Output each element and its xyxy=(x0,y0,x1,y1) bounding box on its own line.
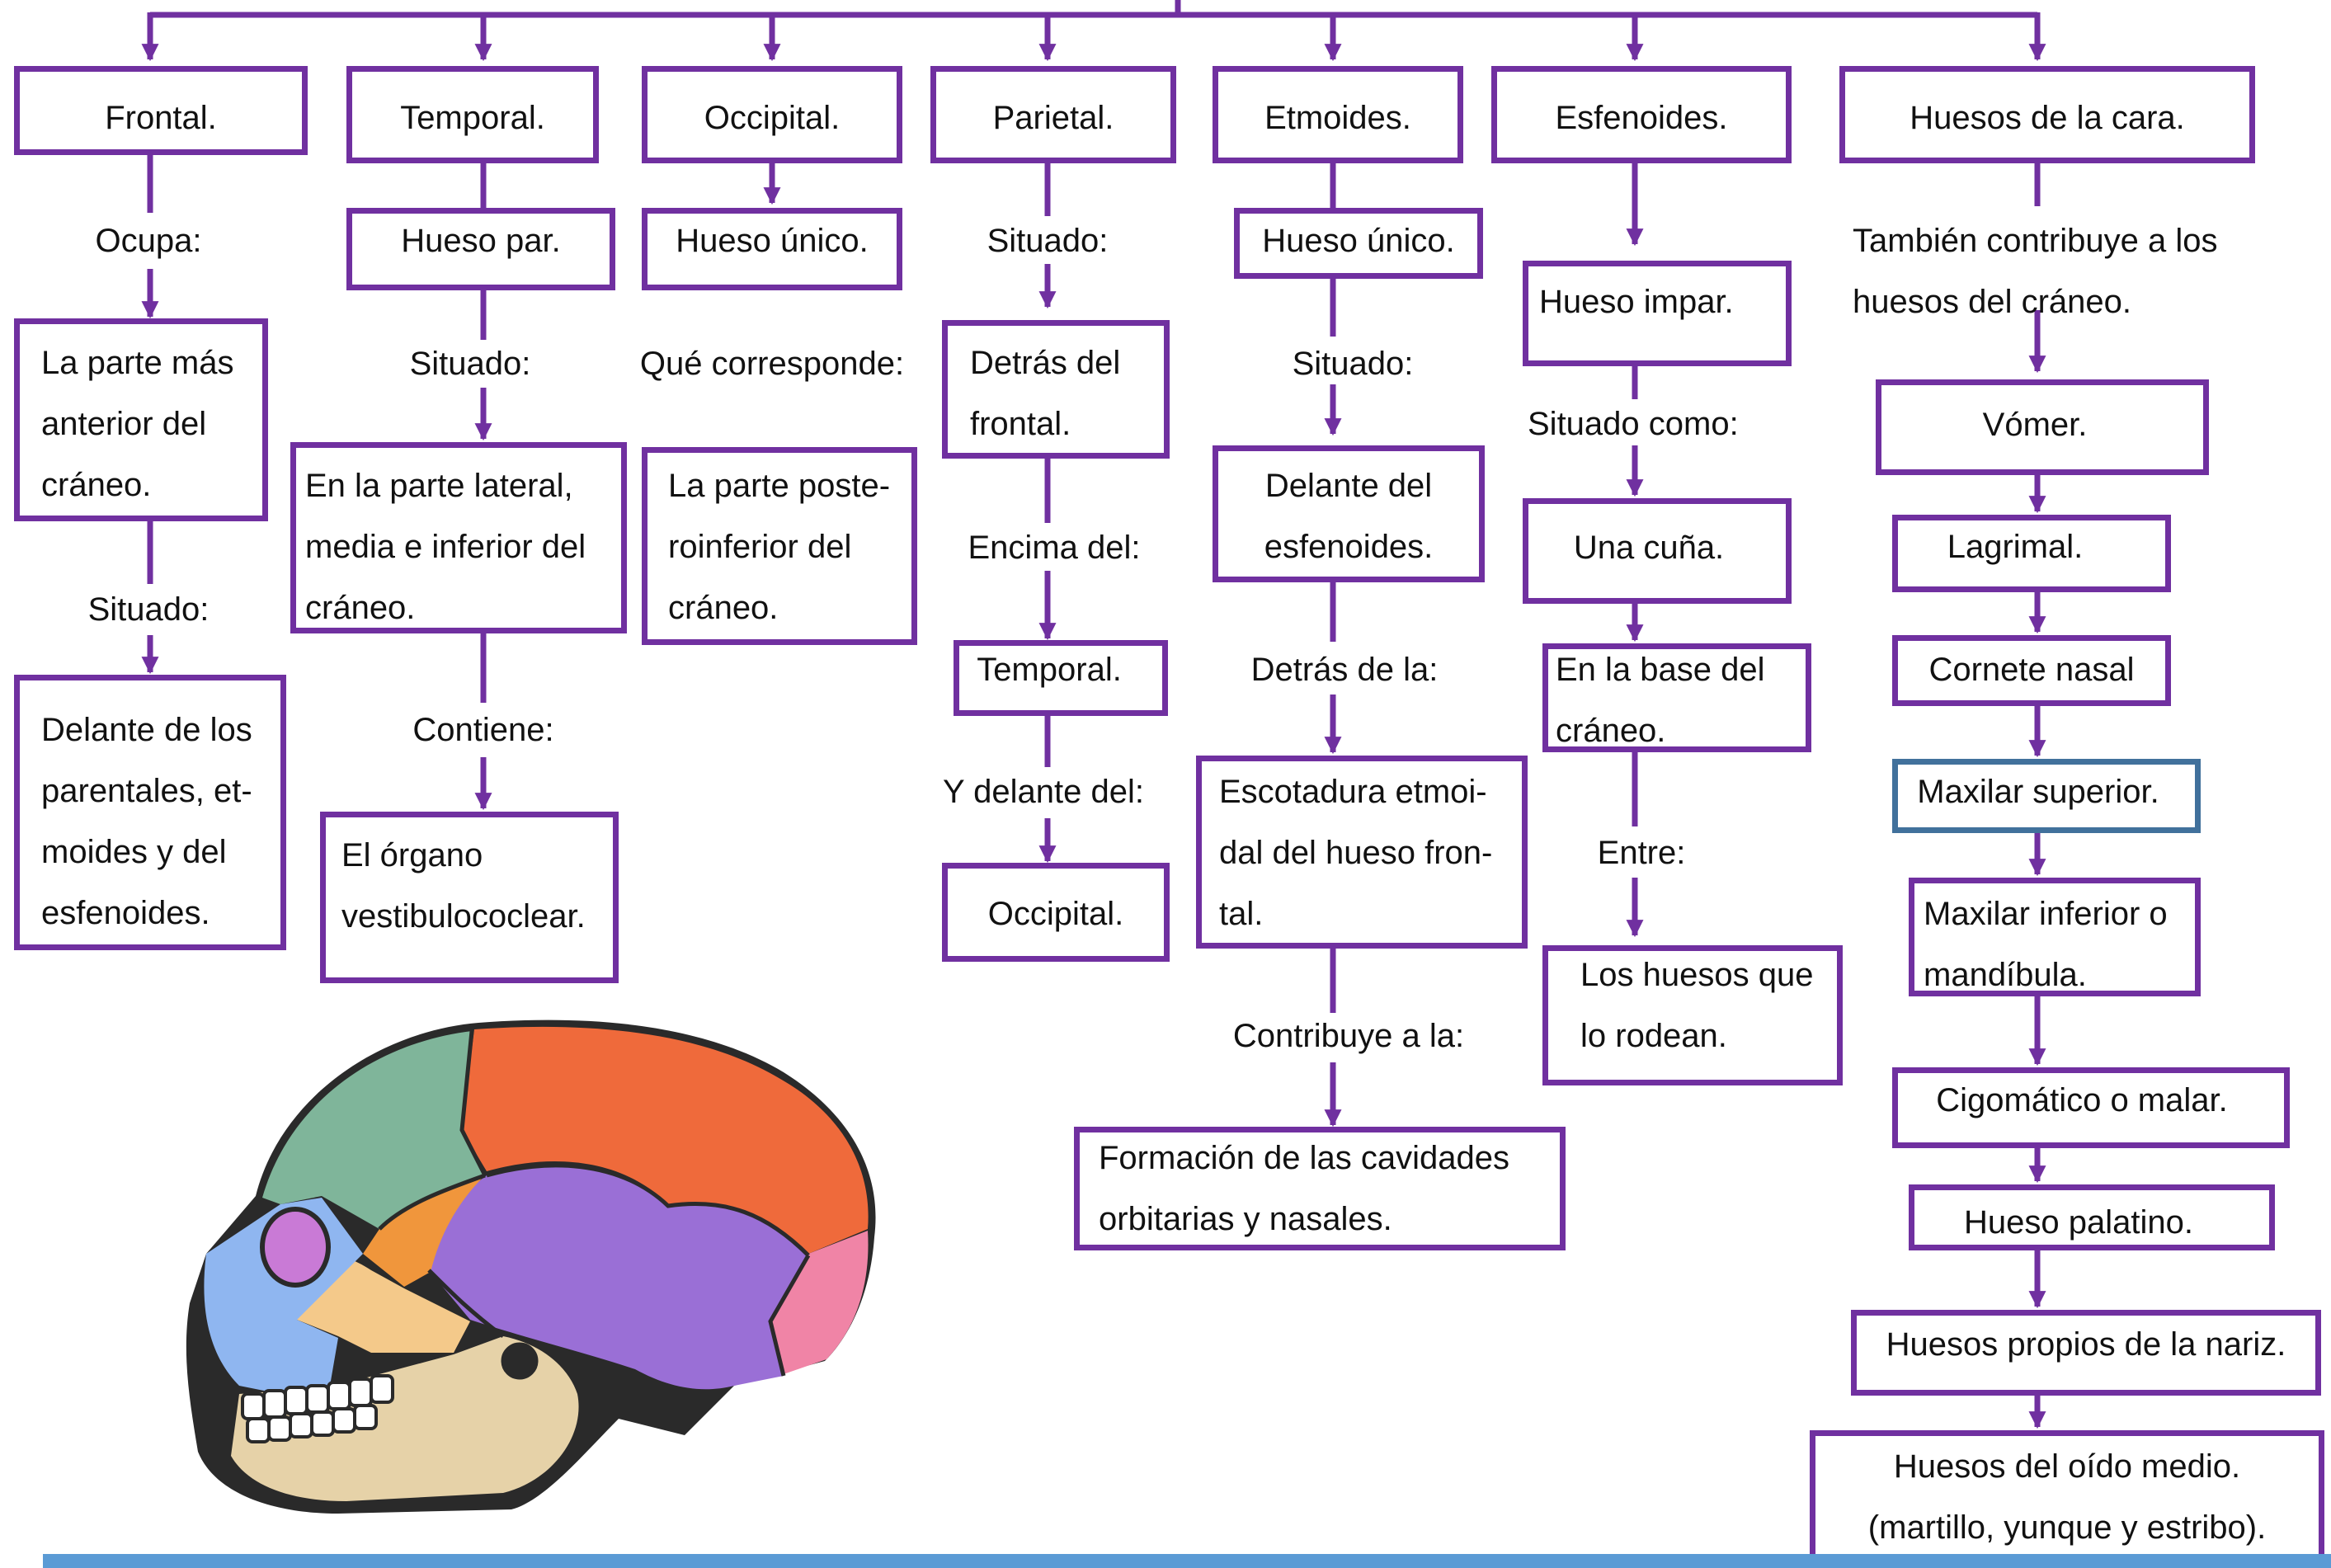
cara-item-vomer xyxy=(1876,379,2209,475)
etmoides-box-situado xyxy=(1213,445,1485,582)
cara-item-maxilar-superior-text: Maxilar superior. xyxy=(1917,774,2159,810)
skull-illustration xyxy=(186,1019,876,1514)
esfenoides-box-entre xyxy=(1542,945,1843,1085)
esfenoides-box-impar xyxy=(1523,261,1792,366)
parietal-box-situado xyxy=(942,320,1170,459)
esfenoides-situado-label: Situado como: xyxy=(1528,406,1739,442)
temporal-box-situado xyxy=(290,442,627,633)
frontal-ocupa-text: La parte más anterior del cráneo. xyxy=(41,345,234,503)
etmoides-box-detras xyxy=(1196,756,1528,949)
header-temporal-label: Temporal. xyxy=(400,100,545,136)
header-frontal xyxy=(14,66,308,155)
occipital-unico-text: Hueso único. xyxy=(676,223,869,259)
temporal-situado-label: Situado: xyxy=(409,346,531,382)
cara-item-lagrimal xyxy=(1892,515,2171,592)
lower-teeth xyxy=(246,1404,378,1443)
header-parietal-label: Parietal. xyxy=(992,100,1114,136)
cara-item-cigomatico-text: Cigomático o malar. xyxy=(1936,1082,2228,1118)
header-esfenoides xyxy=(1491,66,1792,163)
frontal-region xyxy=(262,1031,485,1229)
esfenoides-cuna-text: Una cuña. xyxy=(1573,530,1725,566)
parietal-situado-text: Detrás del frontal. xyxy=(970,345,1121,442)
parietal-situado-label: Situado: xyxy=(987,223,1109,259)
temporal-contiene-text: El órgano vestibulococlear. xyxy=(341,837,586,935)
orbit xyxy=(260,1207,331,1288)
parietal-occipital-text: Occipital. xyxy=(987,896,1124,932)
header-temporal xyxy=(346,66,599,163)
esfenoides-box-cuna xyxy=(1523,498,1792,604)
parietal-encima-label: Encima del: xyxy=(968,530,1141,566)
header-frontal-label: Frontal. xyxy=(105,100,217,136)
etmoides-detras-text: Escotadura etmoi- dal del hueso fron- ta… xyxy=(1219,774,1493,932)
occipital-region xyxy=(769,1231,869,1374)
esfenoides-base-text: En la base del cráneo. xyxy=(1556,652,1765,749)
occipital-corresponde-label: Qué corresponde: xyxy=(639,346,905,382)
etmoides-unico-text: Hueso único. xyxy=(1262,223,1455,259)
etmoides-contribuye-label: Contribuye a la: xyxy=(1232,1018,1465,1054)
header-etmoides-label: Etmoides. xyxy=(1264,100,1411,136)
esfenoides-impar-text: Hueso impar. xyxy=(1539,284,1734,320)
cara-item-vomer-text: Vómer. xyxy=(1982,407,2088,443)
header-occipital xyxy=(642,66,902,163)
cara-item-maxilar-inferior xyxy=(1909,878,2201,996)
temporal-region xyxy=(429,1165,808,1390)
header-occipital-label: Occipital. xyxy=(704,100,841,136)
cara-item-nariz xyxy=(1851,1310,2321,1396)
cara-item-maxilar-inferior-text: Maxilar inferior o mandíbula. xyxy=(1924,896,2168,993)
occipital-box-corresponde xyxy=(642,447,917,645)
frontal-situado-label: Situado: xyxy=(87,591,210,628)
frontal-box-ocupa xyxy=(14,318,268,521)
temporal-contiene-label: Contiene: xyxy=(412,712,554,748)
footer-bar xyxy=(43,1554,2331,1568)
etmoides-detras-label: Detrás de la: xyxy=(1250,652,1439,688)
frontal-box-situado xyxy=(14,675,286,950)
header-etmoides xyxy=(1213,66,1463,163)
cara-item-palatino xyxy=(1909,1184,2275,1250)
cara-item-lagrimal-text: Lagrimal. xyxy=(1947,529,2084,565)
cara-item-oido-medio xyxy=(1810,1430,2324,1568)
header-parietal xyxy=(930,66,1176,163)
etmoides-box-unico xyxy=(1234,208,1483,279)
parietal-box-occipital xyxy=(942,863,1170,962)
cara-item-maxilar-superior xyxy=(1892,759,2201,833)
parietal-region xyxy=(462,1026,869,1254)
esfenoides-box-base xyxy=(1542,643,1811,752)
cara-contribuye-label: También contribuye a los huesos del crán… xyxy=(1853,223,2218,320)
etmoides-box-contribuye xyxy=(1074,1127,1566,1250)
temporal-box-par xyxy=(346,208,615,290)
mandible-region xyxy=(231,1336,579,1501)
sphenoid-region xyxy=(363,1175,485,1287)
occipital-corresponde-text: La parte poste- roinferior del cráneo. xyxy=(668,468,891,626)
temporal-box-contiene xyxy=(320,812,619,983)
parietal-box-temporal xyxy=(954,640,1168,716)
cara-item-cornete xyxy=(1892,635,2171,706)
temporal-par-text: Hueso par. xyxy=(401,223,561,259)
cara-item-palatino-text: Hueso palatino. xyxy=(1964,1204,2193,1241)
esfenoides-entre-text: Los huesos que lo rodean. xyxy=(1580,957,1814,1054)
etmoides-situado-text: Delante del esfenoides. xyxy=(1264,468,1434,565)
cara-item-cornete-text: Cornete nasal xyxy=(1928,652,2135,688)
frontal-situado-text: Delante de los parentales, et- moides y … xyxy=(41,712,252,931)
frontal-ocupa-label: Ocupa: xyxy=(95,223,202,259)
etmoides-contribuye-text: Formación de las cavidades orbitarias y … xyxy=(1099,1140,1510,1237)
header-esfenoides-label: Esfenoides. xyxy=(1555,100,1728,136)
parietal-temporal-text: Temporal. xyxy=(977,652,1122,688)
cara-item-oido-medio-text: Huesos del oído medio. (martillo, yunque… xyxy=(1867,1448,2267,1546)
header-huesos-cara-label: Huesos de la cara. xyxy=(1910,100,2185,136)
temporal-situado-text: En la parte lateral, media e inferior de… xyxy=(305,468,586,626)
cara-item-nariz-text: Huesos propios de la nariz. xyxy=(1886,1326,2286,1363)
header-huesos-cara xyxy=(1839,66,2255,163)
parietal-delante-label: Y delante del: xyxy=(943,774,1144,810)
etmoides-situado-label: Situado: xyxy=(1292,346,1414,382)
cara-item-cigomatico xyxy=(1892,1067,2290,1148)
esfenoides-entre-label: Entre: xyxy=(1597,835,1686,871)
occipital-box-unico xyxy=(642,208,902,290)
